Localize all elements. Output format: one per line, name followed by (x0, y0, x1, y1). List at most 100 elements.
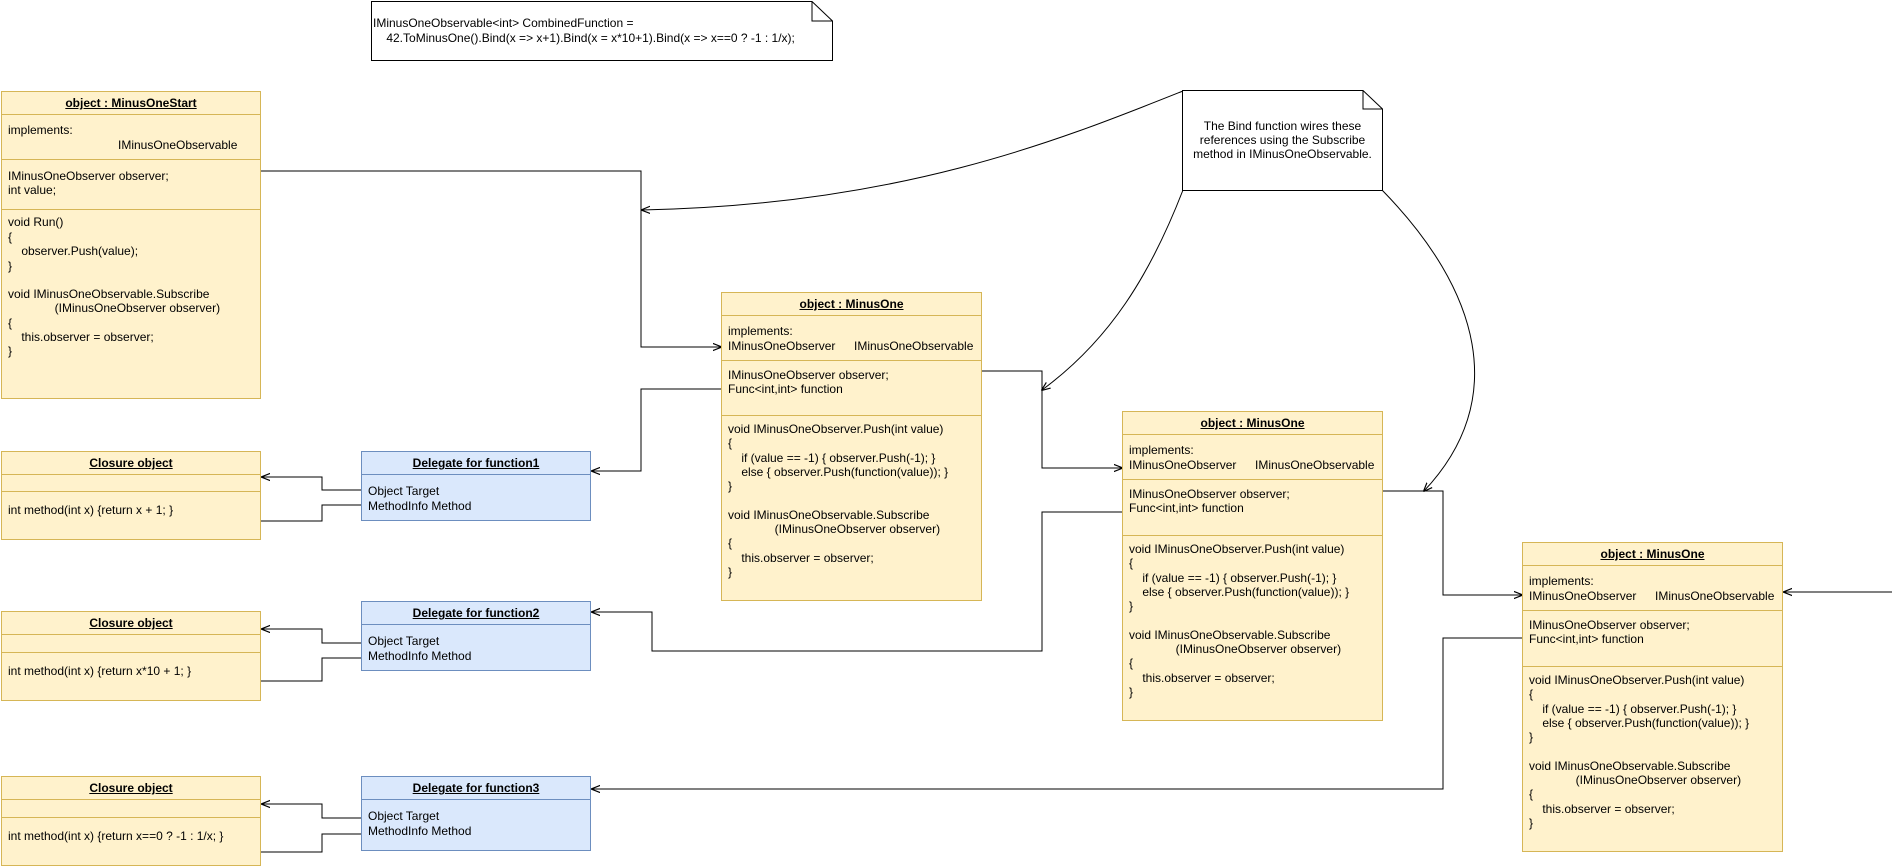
code-line: void Run() (8, 215, 64, 229)
code-line: } (1129, 685, 1134, 699)
code-line: void IMinusOneObservable.Subscribe (8, 287, 210, 301)
bind-note-line2: references using the Subscribe (1199, 133, 1366, 147)
closure-fields (2, 475, 260, 492)
implements-value: IMinusOneObservable (118, 138, 238, 152)
code-line: { (728, 536, 733, 550)
bind-note-line1: The Bind function wires these (1203, 119, 1362, 133)
code-line: } (1529, 816, 1534, 830)
code-line: { (1129, 556, 1134, 570)
note-shape (371, 1, 833, 61)
delegate-fields: Object Target MethodInfo Method (362, 475, 590, 521)
implements-value-observable: IMinusOneObservable (1255, 458, 1375, 472)
implements-value-observer: IMinusOneObserver (1129, 458, 1237, 472)
delegate-title: Delegate for function1 (362, 452, 590, 475)
closure-method: int method(int x) {return x + 1; } (8, 503, 174, 517)
code-line: this.observer = observer; (1129, 671, 1275, 685)
code-line: void IMinusOneObserver.Push(int value) (1129, 542, 1345, 556)
field-observer: IMinusOneObserver observer; (728, 368, 889, 382)
note-shape (1182, 90, 1383, 191)
fields-section: IMinusOneObserver observer; int value; (2, 160, 260, 210)
delegate-fields: Object Target MethodInfo Method (362, 625, 590, 671)
top-code-note: IMinusOneObservable<int> CombinedFunctio… (371, 1, 833, 61)
closure-fields (2, 800, 260, 818)
methods-section: void IMinusOneObserver.Push(int value) {… (722, 416, 981, 601)
implements-value-observable: IMinusOneObservable (1655, 589, 1775, 603)
code-line: } (728, 565, 733, 579)
object-title: object : MinusOne (722, 293, 981, 316)
code-line: observer.Push(value); (8, 244, 139, 258)
implements-label: implements: (728, 324, 793, 338)
field-function: Func<int,int> function (1529, 632, 1644, 646)
closure-methods: int method(int x) {return x + 1; } (2, 492, 260, 540)
delegate-function1: Delegate for function1 Object Target Met… (361, 451, 591, 521)
code-line: } (8, 344, 13, 358)
code-line: this.observer = observer; (1529, 802, 1675, 816)
code-line: } (8, 259, 13, 273)
fields-section: IMinusOneObserver observer; Func<int,int… (1523, 611, 1782, 667)
minus-one-object-1: object : MinusOne implements: IMinusOneO… (721, 292, 982, 601)
closure-title: Closure object (2, 612, 260, 635)
code-line: else { observer.Push(function(value)); } (1129, 585, 1350, 599)
closure-object-1: Closure object int method(int x) {return… (1, 451, 261, 540)
field-value: int value; (8, 183, 57, 197)
code-line: { (728, 436, 733, 450)
code-line: (IMinusOneObserver observer) (1529, 773, 1742, 787)
top-note-line2: 42.ToMinusOne().Bind(x => x+1).Bind(x = … (373, 31, 795, 45)
code-line: this.observer = observer; (728, 551, 874, 565)
code-line: void IMinusOneObserver.Push(int value) (1529, 673, 1745, 687)
code-line: (IMinusOneObserver observer) (8, 301, 221, 315)
code-line: } (1529, 730, 1534, 744)
delegate-method: MethodInfo Method (368, 649, 472, 663)
curve-note-to-m2 (1381, 189, 1476, 491)
delegate-function2: Delegate for function2 Object Target Met… (361, 601, 591, 671)
delegate-method: MethodInfo Method (368, 499, 472, 513)
delegate-target: Object Target (368, 809, 440, 823)
delegate-method: MethodInfo Method (368, 824, 472, 838)
edge-start-observer (180, 170, 721, 347)
object-title: object : MinusOne (1523, 543, 1782, 566)
closure-methods: int method(int x) {return x==0 ? -1 : 1/… (2, 818, 260, 866)
implements-section: implements: IMinusOneObservable (2, 115, 260, 160)
field-observer: IMinusOneObserver observer; (1129, 487, 1290, 501)
code-line: { (8, 316, 13, 330)
implements-label: implements: (8, 123, 73, 137)
closure-object-2: Closure object int method(int x) {return… (1, 611, 261, 701)
implements-section: implements: IMinusOneObserver IMinusOneO… (1123, 435, 1382, 480)
closure-method: int method(int x) {return x==0 ? -1 : 1/… (8, 829, 224, 843)
delegate-target: Object Target (368, 634, 440, 648)
closure-fields (2, 635, 260, 653)
implements-section: implements: IMinusOneObserver IMinusOneO… (1523, 566, 1782, 611)
fields-section: IMinusOneObserver observer; Func<int,int… (1123, 480, 1382, 536)
closure-methods: int method(int x) {return x*10 + 1; } (2, 653, 260, 701)
minus-one-object-2: object : MinusOne implements: IMinusOneO… (1122, 411, 1383, 721)
code-line: { (1129, 656, 1134, 670)
implements-value-observable: IMinusOneObservable (854, 339, 974, 353)
minus-one-start-object: object : MinusOneStart implements: IMinu… (1, 91, 261, 399)
code-line: else { observer.Push(function(value)); } (1529, 716, 1750, 730)
closure-method: int method(int x) {return x*10 + 1; } (8, 664, 192, 678)
code-line: void IMinusOneObserver.Push(int value) (728, 422, 944, 436)
delegate-function3: Delegate for function3 Object Target Met… (361, 776, 591, 851)
bind-note: The Bind function wires these references… (1182, 90, 1383, 191)
code-line: (IMinusOneObserver observer) (1129, 642, 1342, 656)
code-line: else { observer.Push(function(value)); } (728, 465, 949, 479)
object-title: object : MinusOneStart (2, 92, 260, 115)
delegate-target: Object Target (368, 484, 440, 498)
code-line: if (value == -1) { observer.Push(-1); } (728, 451, 936, 465)
closure-object-3: Closure object int method(int x) {return… (1, 776, 261, 866)
delegate-title: Delegate for function2 (362, 602, 590, 625)
code-line: (IMinusOneObserver observer) (728, 522, 941, 536)
edge-d1-target (262, 477, 361, 491)
delegate-fields: Object Target MethodInfo Method (362, 800, 590, 851)
code-line: void IMinusOneObservable.Subscribe (1129, 628, 1331, 642)
implements-section: implements: IMinusOneObserver IMinusOneO… (722, 316, 981, 361)
implements-value-observer: IMinusOneObserver (728, 339, 836, 353)
bind-note-line3: method in IMinusOneObservable. (1193, 147, 1372, 161)
code-line: void IMinusOneObservable.Subscribe (728, 508, 930, 522)
field-function: Func<int,int> function (1129, 501, 1244, 515)
implements-value-observer: IMinusOneObserver (1529, 589, 1637, 603)
code-line: void IMinusOneObservable.Subscribe (1529, 759, 1731, 773)
code-line: this.observer = observer; (8, 330, 154, 344)
field-function: Func<int,int> function (728, 382, 843, 396)
code-line: if (value == -1) { observer.Push(-1); } (1529, 702, 1737, 716)
